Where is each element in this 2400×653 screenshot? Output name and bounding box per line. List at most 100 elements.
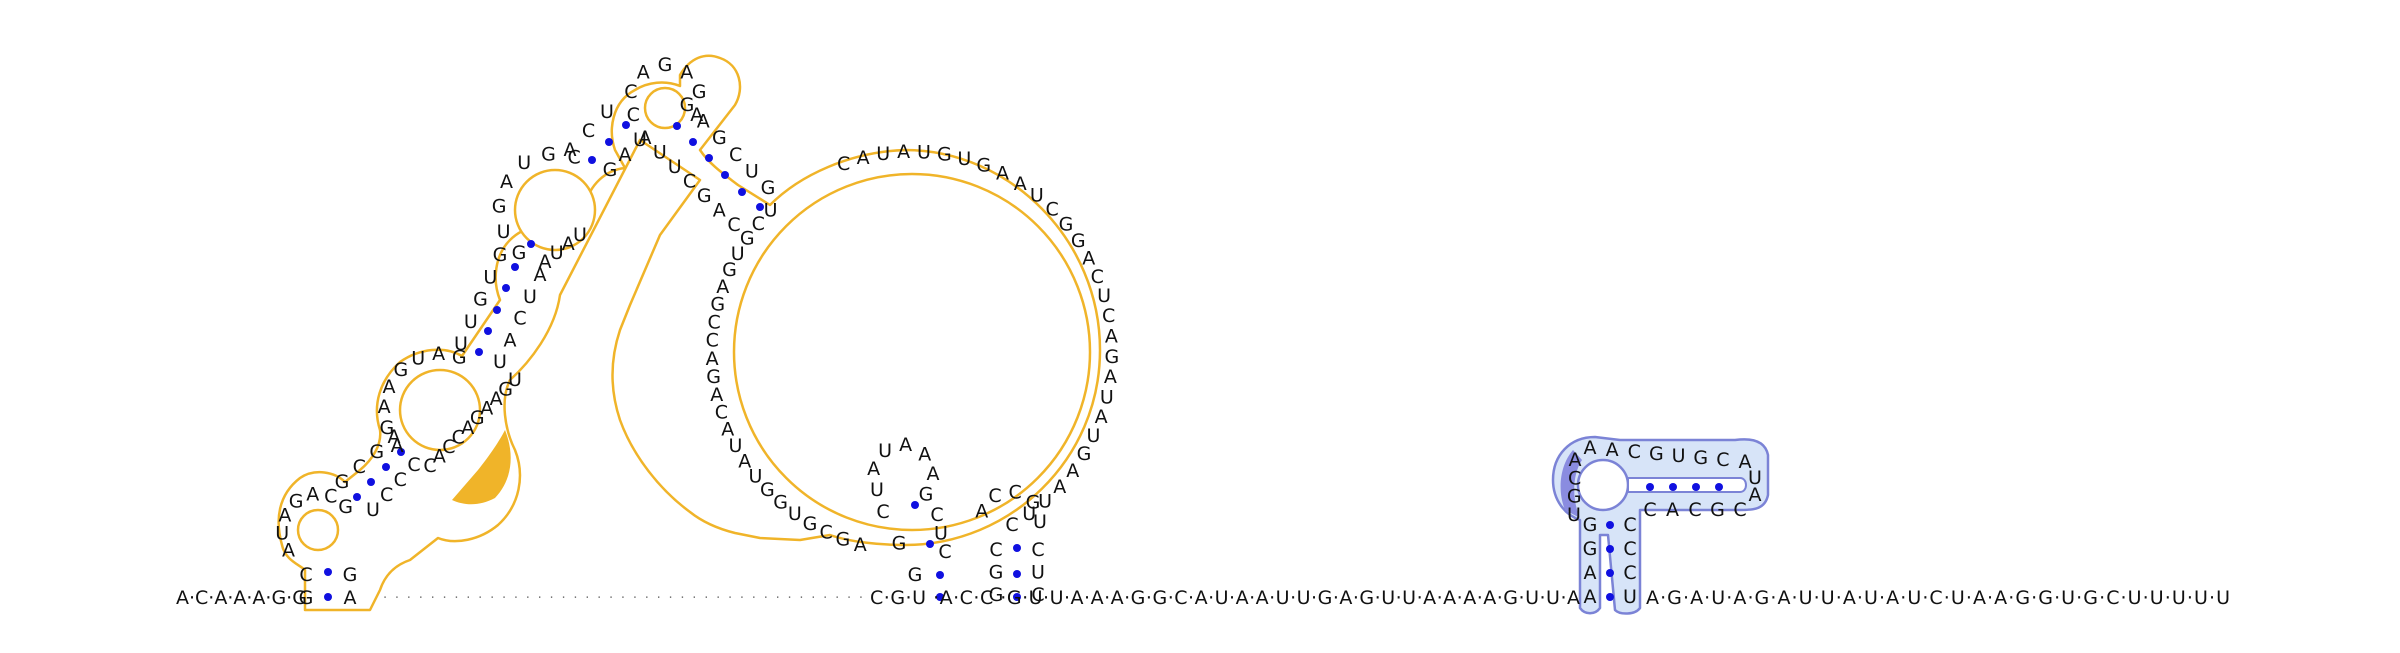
nucleotide: U [745, 160, 759, 182]
nucleotide: A [899, 434, 912, 456]
nucleotide: U [876, 143, 890, 165]
nucleotide: C [1091, 266, 1104, 288]
nucleotide: G [722, 259, 737, 281]
nucleotide: U [633, 129, 647, 151]
nucleotide: C [752, 213, 765, 235]
nucleotide: C [627, 104, 640, 126]
nucleotide: U [788, 503, 802, 525]
domain1-loop1-hole [296, 508, 340, 552]
nucleotide: A [432, 343, 445, 365]
nucleotide: C [407, 454, 420, 476]
nucleotide: C [819, 522, 832, 544]
nucleotide: G [493, 244, 508, 266]
nucleotide: C [452, 426, 465, 448]
pair-dot [1013, 593, 1021, 601]
nucleotide: A [1584, 586, 1597, 608]
nucleotide: A [388, 426, 401, 448]
pair-dot [484, 327, 492, 335]
nucleotide: U [1567, 504, 1581, 526]
nucleotide: G [761, 177, 776, 199]
nucleotide: A [282, 540, 295, 562]
nucleotide: A [867, 458, 880, 480]
nucleotide: G [335, 471, 350, 493]
nucleotide: C [380, 484, 393, 506]
pair-dot [324, 593, 332, 601]
nucleotide: A [383, 376, 396, 398]
nucleotide: C [513, 308, 526, 330]
nucleotide: A [710, 384, 723, 406]
pair-dot [1013, 544, 1021, 552]
nucleotide: G [343, 564, 358, 586]
nucleotide: G [937, 144, 952, 166]
nucleotide: A [504, 329, 517, 351]
pair-dot [1606, 521, 1614, 529]
nucleotide: U [493, 351, 507, 373]
nucleotide: G [760, 479, 775, 501]
nucleotide: A [897, 141, 910, 163]
pair-dot [622, 121, 630, 129]
nucleotide: G [498, 379, 513, 401]
nucleotide: G [369, 441, 384, 463]
nucleotide: A [996, 163, 1009, 185]
pair-dot [936, 571, 944, 579]
pair-dot [721, 171, 729, 179]
nucleotide: C [582, 120, 595, 142]
domain2-filled-segment [1560, 450, 1582, 518]
nucleotide: C [1643, 499, 1656, 521]
pair-dot [689, 138, 697, 146]
nucleotide: U [573, 224, 587, 246]
nucleotide: G [1567, 486, 1582, 508]
nucleotide: G [492, 196, 507, 218]
nucleotide: G [1077, 443, 1092, 465]
nucleotide: C [624, 81, 637, 103]
nucleotide: G [710, 294, 725, 316]
nucleotide: C [1628, 441, 1641, 463]
nucleotide: A [500, 171, 513, 193]
pair-dot [527, 240, 535, 248]
base-pair-dots [324, 121, 1723, 601]
nucleotide: G [919, 483, 934, 505]
baseline-sequence: A·C·A·A·A·G·G ··························… [176, 587, 2230, 609]
baseline-gap: ········································… [383, 591, 863, 606]
nucleotide: G [706, 366, 721, 388]
nucleotide: G [470, 407, 485, 429]
nucleotide: C [1009, 482, 1022, 504]
pair-dot [1606, 545, 1614, 553]
nucleotide: C [837, 153, 850, 175]
nucleotide: U [1100, 386, 1114, 408]
nucleotide: U [411, 347, 425, 369]
pair-dot [493, 306, 501, 314]
pair-dot [1606, 593, 1614, 601]
nucleotide: A [854, 534, 867, 556]
pair-dot [475, 348, 483, 356]
nucleotide: A [857, 147, 870, 169]
nucleotide: G [338, 496, 353, 518]
nucleotide: C [1568, 467, 1581, 489]
nucleotide: C [1623, 514, 1636, 536]
nucleotide: C [876, 501, 889, 523]
nucleotide: A [619, 144, 632, 166]
nucleotide: G [512, 242, 527, 264]
nucleotide: A [1066, 460, 1079, 482]
nucleotide: A [1105, 325, 1118, 347]
baseline-left: A·C·A·A·A·G·G [176, 587, 307, 609]
nucleotide: U [550, 242, 564, 264]
nucleotide: G [692, 81, 707, 103]
nucleotide: U [1031, 562, 1045, 584]
nucleotide: A [278, 505, 291, 527]
nucleotide: G [289, 490, 304, 512]
nucleotide: A [378, 396, 391, 418]
nucleotide: U [366, 499, 380, 521]
nucleotide: C [442, 436, 455, 458]
nucleotide: A [1739, 451, 1752, 473]
nucleotide: U [957, 148, 971, 170]
baseline-right: A·G·A·U·A·G·A·U·U·A·U·A·U·C·U·A·A·G·G·U·… [1646, 587, 2230, 609]
domain1-loop3-hole [513, 168, 597, 252]
nucleotide: G [1071, 230, 1086, 252]
nucleotide: A [1095, 406, 1108, 428]
pair-dot [353, 493, 361, 501]
nucleotide: G [1105, 346, 1120, 368]
nucleotide: G [1649, 443, 1664, 465]
domain1-loop2-hole [398, 368, 482, 452]
nucleotide: C [729, 144, 742, 166]
